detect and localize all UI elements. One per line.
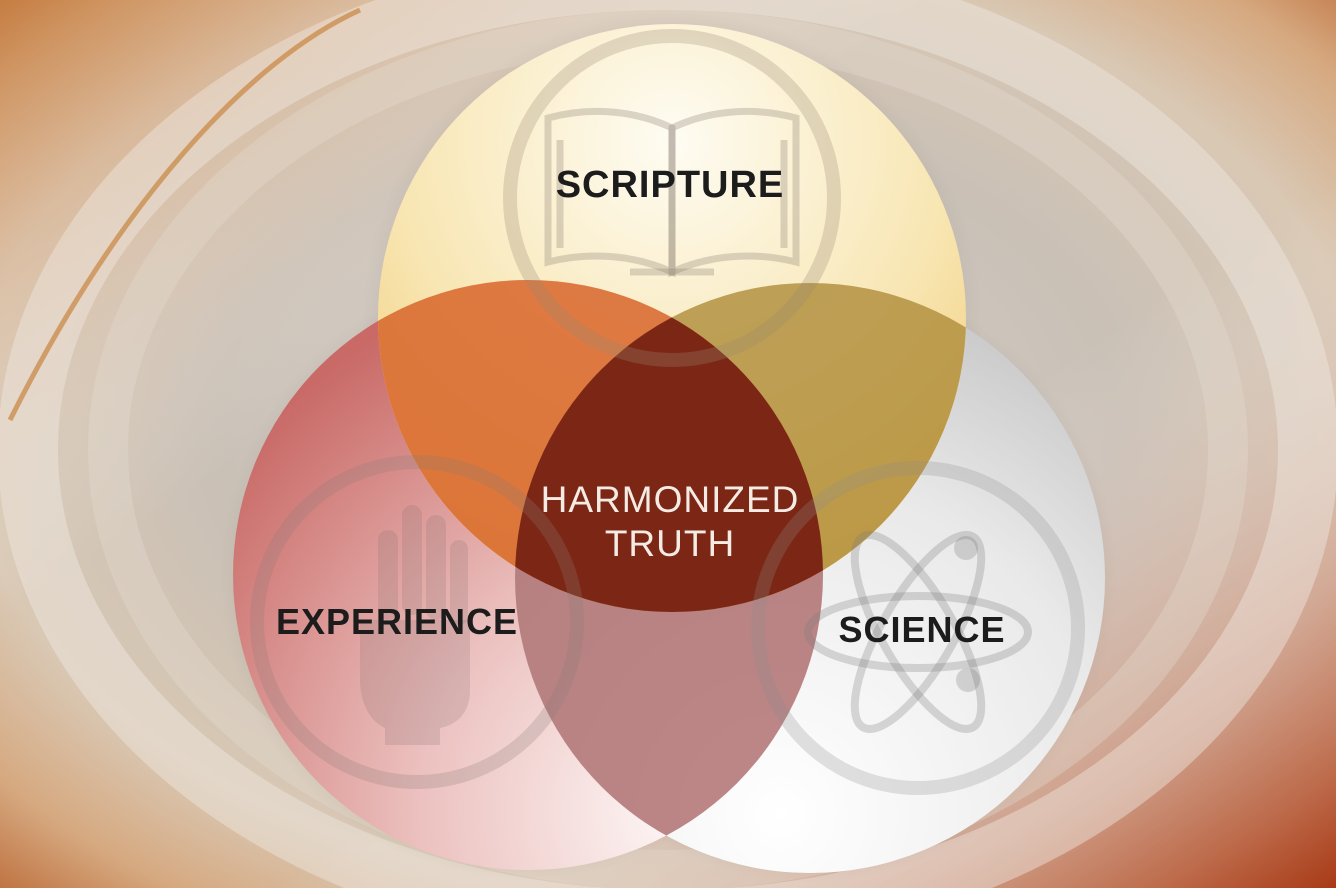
experience-label: EXPERIENCE (275, 601, 519, 642)
raised-hand-icon (360, 505, 470, 745)
experience-icon-ring (250, 455, 584, 789)
harmonized-truth-label: HARMONIZED TRUTH (520, 478, 820, 567)
atom-icon (804, 531, 1032, 733)
scripture-label: SCRIPTURE (555, 164, 785, 206)
science-label: SCIENCE (838, 609, 1006, 650)
open-book-icon (544, 107, 800, 278)
science-icon-ring (751, 461, 1085, 795)
center-label-line1: HARMONIZED (540, 479, 800, 520)
scripture-icon-ring (503, 29, 841, 367)
center-label-line2: TRUTH (604, 523, 736, 565)
